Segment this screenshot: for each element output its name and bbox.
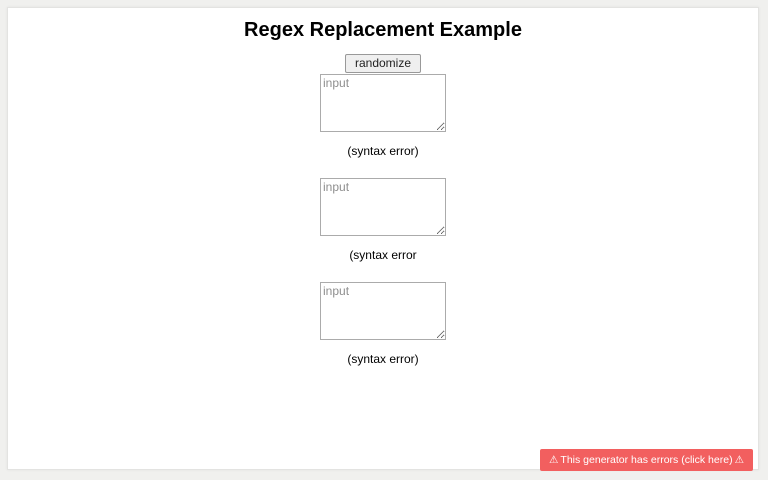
randomize-button[interactable]: randomize: [344, 54, 422, 73]
input-textarea-3[interactable]: [320, 282, 446, 340]
input-textarea-2[interactable]: [320, 178, 446, 236]
io-group: (syntax error): [8, 74, 758, 158]
page-title: Regex Replacement Example: [244, 19, 522, 41]
output-text-1: (syntax error): [347, 144, 419, 158]
io-group: (syntax error): [8, 282, 758, 366]
warning-icon: ⚠: [549, 454, 559, 466]
input-textarea-1[interactable]: [320, 74, 446, 132]
output-text-2: (syntax error: [349, 248, 417, 262]
output-text-3: (syntax error): [347, 352, 419, 366]
io-group: (syntax error: [8, 178, 758, 262]
error-banner[interactable]: ⚠This generator has errors (click here)⚠: [540, 449, 753, 471]
error-banner-text: This generator has errors (click here): [560, 454, 733, 466]
warning-icon: ⚠: [734, 454, 744, 466]
generator-page: Regex Replacement Example randomize (syn…: [7, 7, 759, 470]
